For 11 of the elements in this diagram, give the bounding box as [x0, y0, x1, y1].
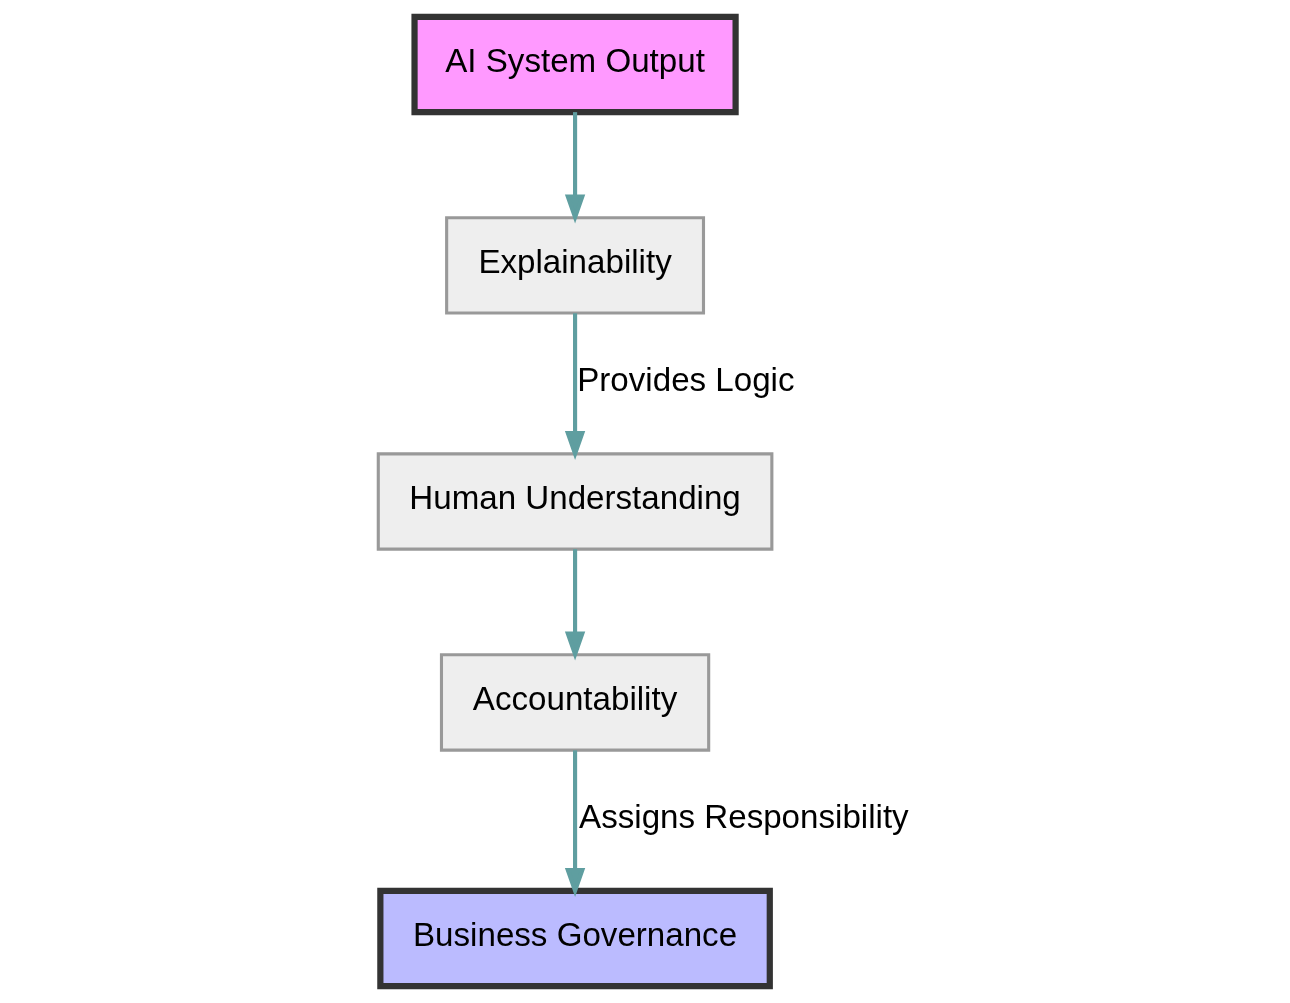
node-box: Accountability	[439, 653, 710, 752]
node-box: Explainability	[444, 216, 705, 315]
node-box: AI System Output	[410, 13, 739, 116]
edge-label: Assigns Responsibility	[578, 798, 909, 836]
edge-label: Provides Logic	[576, 361, 795, 399]
arrow	[564, 313, 585, 460]
node-box: Human Understanding	[376, 452, 773, 551]
arrow	[564, 112, 585, 224]
node-box: Business Governance	[376, 887, 773, 990]
arrow	[564, 750, 585, 898]
arrow	[564, 549, 585, 661]
